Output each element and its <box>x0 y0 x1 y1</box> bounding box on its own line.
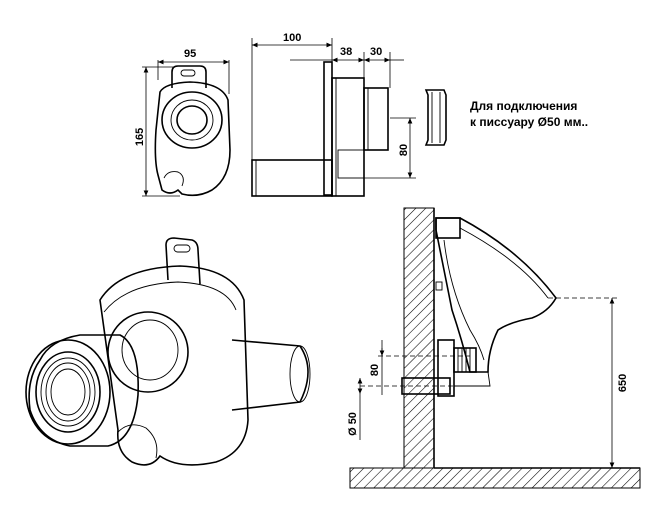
dim-label-30: 30 <box>370 46 382 58</box>
dim-38-30: 38 30 <box>290 46 404 88</box>
dim-label-38: 38 <box>340 46 352 58</box>
dim-install-80: 80 <box>369 340 385 395</box>
side-view <box>251 61 389 197</box>
perspective-view <box>25 237 311 466</box>
dim-install-650: 650 <box>609 298 629 468</box>
dim-label-100: 100 <box>283 32 301 44</box>
dim-label-95: 95 <box>184 48 196 60</box>
dim-label-d50: Ø 50 <box>347 412 359 436</box>
dim-label-80-install: 80 <box>369 364 381 376</box>
dim-label-80-side: 80 <box>398 144 410 156</box>
dim-label-165: 165 <box>134 128 146 146</box>
adapter-ring <box>424 89 447 146</box>
dim-offset-80: 80 <box>364 117 416 179</box>
dim-width-95: 95 <box>157 48 230 94</box>
note-line-1: Для подключения <box>470 99 577 113</box>
dim-label-650: 650 <box>617 374 629 392</box>
front-view <box>154 65 231 197</box>
dim-height-165: 165 <box>134 66 180 197</box>
connection-note: Для подключения к писсуару Ø50 мм.. <box>470 99 588 129</box>
note-line-2: к писсуару Ø50 мм.. <box>470 115 588 129</box>
installation-view <box>349 207 641 489</box>
dim-length-100: 100 <box>251 32 333 160</box>
dim-install-diameter: Ø 50 <box>347 378 363 440</box>
